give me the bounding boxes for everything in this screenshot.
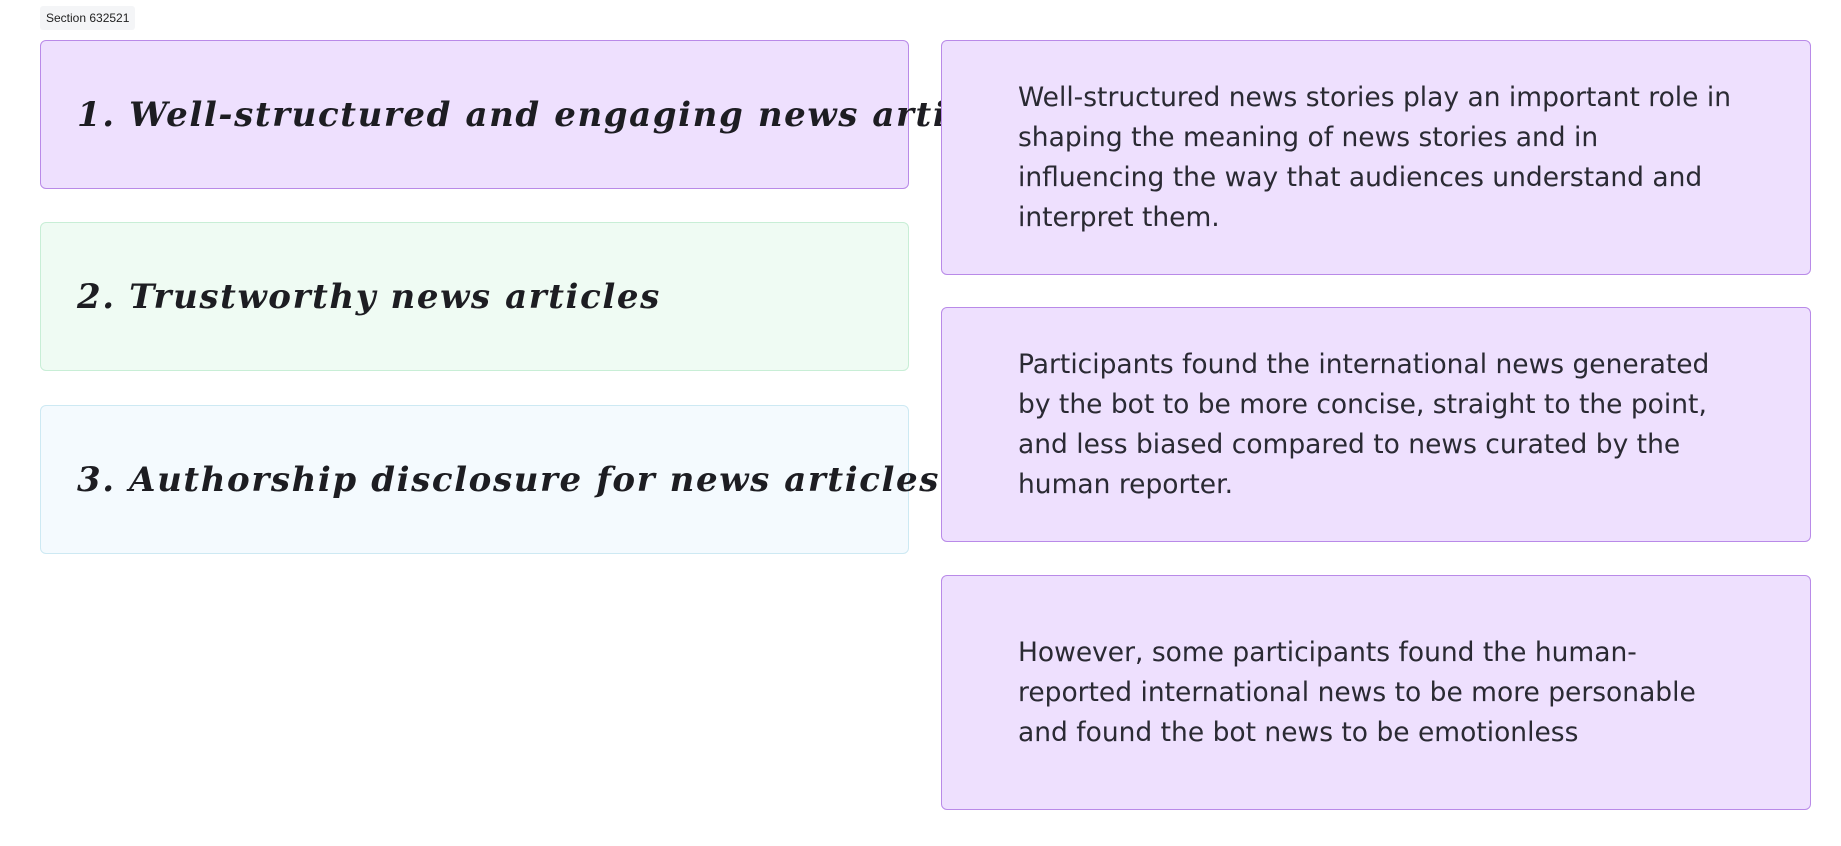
sticky-note[interactable]: Well-structured news stories play an imp… <box>941 40 1811 275</box>
section-label: Section 632521 <box>40 6 136 30</box>
theme-card-trustworthy[interactable]: 2. Trustworthy news articles <box>40 222 909 371</box>
theme-heading: 3. Authorship disclosure for news articl… <box>77 459 941 500</box>
sticky-note[interactable]: However, some participants found the hum… <box>941 575 1811 810</box>
sticky-note-text: Participants found the international new… <box>1018 348 1710 500</box>
theme-heading: 1. Well-structured and engaging news art… <box>77 94 1029 135</box>
theme-card-authorship[interactable]: 3. Authorship disclosure for news articl… <box>40 405 938 554</box>
sticky-note[interactable]: Participants found the international new… <box>941 307 1811 542</box>
theme-card-well-structured[interactable]: 1. Well-structured and engaging news art… <box>40 40 1027 189</box>
theme-heading: 2. Trustworthy news articles <box>77 276 661 317</box>
sticky-note-text: However, some participants found the hum… <box>1018 636 1696 748</box>
sticky-note-text: Well-structured news stories play an imp… <box>1018 81 1732 233</box>
